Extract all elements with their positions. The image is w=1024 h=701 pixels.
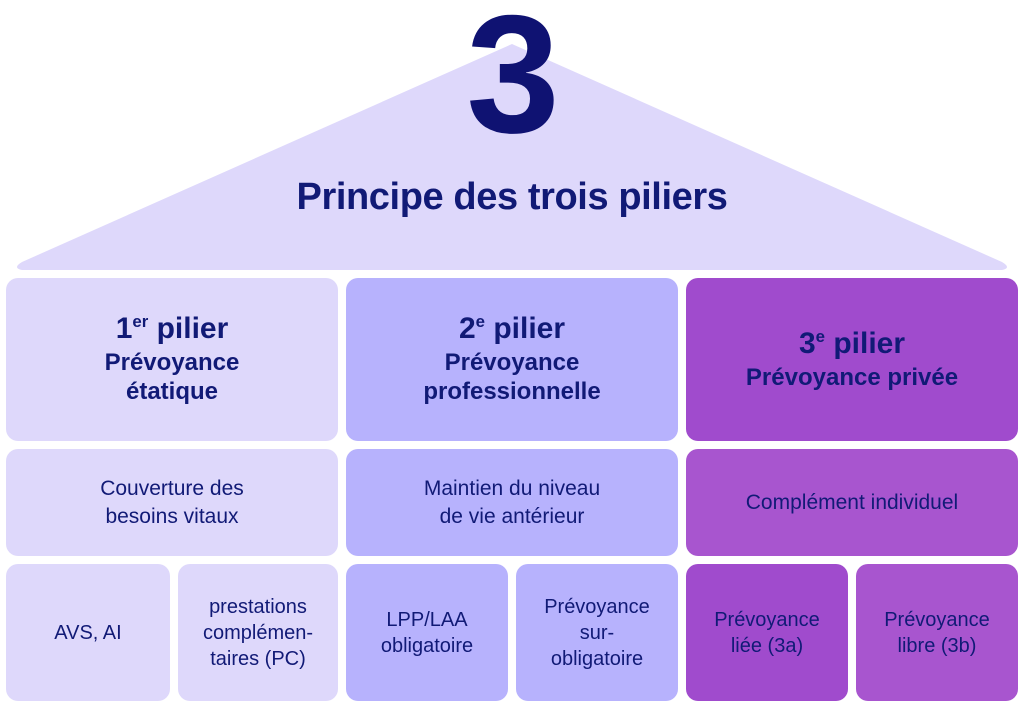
pillar-3-description[interactable]: Complément individuel xyxy=(686,449,1018,556)
pillar-2-subtitle: Prévoyance professionnelle xyxy=(423,349,601,405)
pillar-1-header[interactable]: 1er pilier Prévoyance étatique xyxy=(6,278,338,441)
pillar-column-2: 2e pilier Prévoyance professionnelle Mai… xyxy=(346,278,678,701)
pillar-2-header[interactable]: 2e pilier Prévoyance professionnelle xyxy=(346,278,678,441)
pillar-3-header[interactable]: 3e pilier Prévoyance privée xyxy=(686,278,1018,441)
pillar-2-subboxes: LPP/LAA obligatoire Prévoyance sur- obli… xyxy=(346,564,678,701)
pillar-2-noun: pilier xyxy=(485,312,566,346)
pillar-1-subbox-2[interactable]: prestations complémen- taires (PC) xyxy=(178,564,338,701)
pillar-1-description[interactable]: Couverture des besoins vitaux xyxy=(6,449,338,556)
pillar-2-ordinal: e xyxy=(475,312,485,332)
roof-section: 3 Principe des trois piliers xyxy=(0,0,1024,272)
page-title: Principe des trois piliers xyxy=(296,176,728,218)
pillar-3-subtitle: Prévoyance privée xyxy=(745,363,959,391)
pillar-1-subbox-1[interactable]: AVS, AI xyxy=(6,564,170,701)
pillar-1-noun: pilier xyxy=(148,312,229,346)
pillar-2-subbox-1[interactable]: LPP/LAA obligatoire xyxy=(346,564,508,701)
pillar-3-ordinal: e xyxy=(815,326,825,346)
pillar-1-ordinal: er xyxy=(132,312,149,332)
roof-triangle-shape xyxy=(17,44,1007,270)
pillar-3-title: 3e pilier xyxy=(799,327,905,362)
pillar-2-title: 2e pilier xyxy=(459,312,565,347)
pillar-column-1: 1er pilier Prévoyance étatique Couvertur… xyxy=(6,278,338,701)
pillar-1-title: 1er pilier xyxy=(116,312,229,347)
pillar-3-subboxes: Prévoyance liée (3a) Prévoyance libre (3… xyxy=(686,564,1018,701)
pillar-1-subboxes: AVS, AI prestations complémen- taires (P… xyxy=(6,564,338,701)
pillar-1-number: 1 xyxy=(115,312,133,346)
pillars-grid: 1er pilier Prévoyance étatique Couvertur… xyxy=(6,278,1018,701)
pillar-2-description[interactable]: Maintien du niveau de vie antérieur xyxy=(346,449,678,556)
pillar-2-subbox-2[interactable]: Prévoyance sur- obligatoire xyxy=(516,564,678,701)
pillar-3-noun: pilier xyxy=(825,326,906,360)
pillar-column-3: 3e pilier Prévoyance privée Complément i… xyxy=(686,278,1018,701)
roof-number: 3 xyxy=(466,0,559,168)
pillar-2-number: 2 xyxy=(458,312,476,346)
pillar-1-subtitle: Prévoyance étatique xyxy=(104,349,240,405)
pillar-3-subbox-1[interactable]: Prévoyance liée (3a) xyxy=(686,564,848,701)
pillar-3-number: 3 xyxy=(798,326,816,360)
pillar-3-subbox-2[interactable]: Prévoyance libre (3b) xyxy=(856,564,1018,701)
